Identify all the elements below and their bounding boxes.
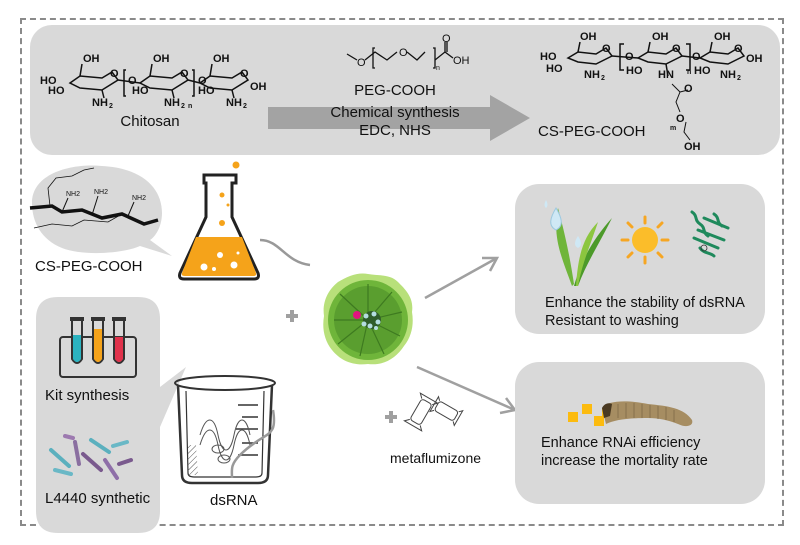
- svg-text:HO: HO: [48, 85, 65, 97]
- svg-text:NH: NH: [584, 69, 600, 81]
- svg-text:O: O: [676, 113, 685, 125]
- outer-dashed-frame: [20, 18, 784, 526]
- svg-text:HO: HO: [198, 85, 215, 97]
- svg-text:O: O: [128, 75, 137, 87]
- svg-text:n: n: [188, 103, 192, 110]
- svg-text:OH: OH: [652, 31, 669, 43]
- svg-text:2: 2: [601, 75, 605, 82]
- peg-cooh-label: PEG-COOH: [354, 82, 436, 99]
- svg-text:NH2: NH2: [66, 191, 80, 198]
- chitosan-label: Chitosan: [120, 113, 180, 130]
- cs-peg-cooh-label: CS-PEG-COOH: [538, 123, 646, 140]
- svg-text:NH: NH: [92, 97, 108, 109]
- protein-structure-icon: [690, 210, 730, 258]
- stability-line2: Resistant to washing: [545, 313, 679, 329]
- svg-text:HO: HO: [546, 63, 563, 75]
- stability-line1: Enhance the stability of dsRNA: [545, 295, 745, 311]
- l4440-plasmid-icon: [49, 434, 133, 480]
- bubble-label-cs-peg-cooh: CS-PEG-COOH: [35, 258, 143, 275]
- plus-icons: [286, 310, 397, 423]
- svg-text:O: O: [442, 33, 451, 45]
- svg-text:O: O: [180, 68, 189, 80]
- svg-text:O: O: [672, 43, 681, 55]
- kit-synthesis-label: Kit synthesis: [45, 387, 130, 404]
- svg-text:OH: OH: [213, 53, 230, 65]
- svg-text:NH: NH: [226, 97, 242, 109]
- rnai-panel: [515, 362, 765, 504]
- svg-text:OH: OH: [453, 55, 470, 67]
- svg-text:n: n: [687, 69, 691, 76]
- svg-text:HN: HN: [658, 69, 674, 81]
- svg-text:2: 2: [181, 103, 185, 110]
- svg-text:NH2: NH2: [94, 189, 108, 196]
- rnai-line1: Enhance RNAi efficiency: [541, 435, 701, 451]
- nanoparticle-icon: [323, 273, 413, 365]
- svg-text:O: O: [684, 83, 693, 95]
- synthesis-panel: [30, 25, 780, 155]
- svg-text:NH: NH: [720, 69, 736, 81]
- svg-text:O: O: [625, 51, 634, 63]
- svg-text:HO: HO: [540, 51, 557, 63]
- svg-text:HO: HO: [626, 65, 643, 77]
- arrow-label-chemical-synthesis: Chemical synthesis: [330, 104, 460, 121]
- svg-text:OH: OH: [684, 141, 701, 153]
- svg-text:m: m: [670, 125, 676, 132]
- dsrna-label: dsRNA: [210, 492, 258, 509]
- arrow-label-edc-nhs: EDC, NHS: [359, 122, 431, 139]
- synthesis-arrow-icon: [268, 95, 530, 141]
- svg-text:O: O: [734, 43, 743, 55]
- polymer-bubble: NH2 NH2 NH2: [29, 165, 172, 256]
- svg-text:O: O: [240, 68, 249, 80]
- svg-text:2: 2: [109, 103, 113, 110]
- svg-text:O: O: [602, 43, 611, 55]
- svg-text:HO: HO: [132, 85, 149, 97]
- larva-icon: [568, 401, 693, 427]
- svg-text:2: 2: [737, 75, 741, 82]
- svg-text:OH: OH: [580, 31, 597, 43]
- svg-text:O: O: [110, 68, 119, 80]
- svg-text:HO: HO: [694, 65, 711, 77]
- beaker-dsrna-icon: [174, 375, 276, 485]
- svg-text:O: O: [198, 75, 207, 87]
- metaflumizone-label: metaflumizone: [390, 450, 482, 466]
- test-tubes-icon: [59, 317, 137, 378]
- svg-text:2: 2: [243, 103, 247, 110]
- svg-text:NH: NH: [164, 97, 180, 109]
- svg-text:HO: HO: [40, 75, 57, 87]
- svg-text:OH: OH: [714, 31, 731, 43]
- flask-icon: [178, 161, 260, 281]
- rnai-line2: increase the mortality rate: [541, 453, 708, 469]
- sun-icon: [620, 215, 670, 265]
- chitosan-oh-1: OH: [83, 53, 100, 65]
- svg-text:OH: OH: [153, 53, 170, 65]
- svg-text:OH: OH: [250, 81, 267, 93]
- plant-water-icon: [544, 200, 612, 286]
- l4440-synthetic-label: L4440 synthetic: [45, 490, 151, 507]
- svg-text:n: n: [436, 65, 440, 72]
- svg-text:NH2: NH2: [132, 195, 146, 202]
- svg-text:O: O: [399, 47, 408, 59]
- metaflumizone-icon: [403, 392, 464, 432]
- svg-text:O: O: [692, 51, 701, 63]
- svg-text:O: O: [357, 57, 366, 69]
- peg-cooh-structure-icon: O O n O OH: [346, 33, 470, 72]
- svg-text:OH: OH: [746, 53, 763, 65]
